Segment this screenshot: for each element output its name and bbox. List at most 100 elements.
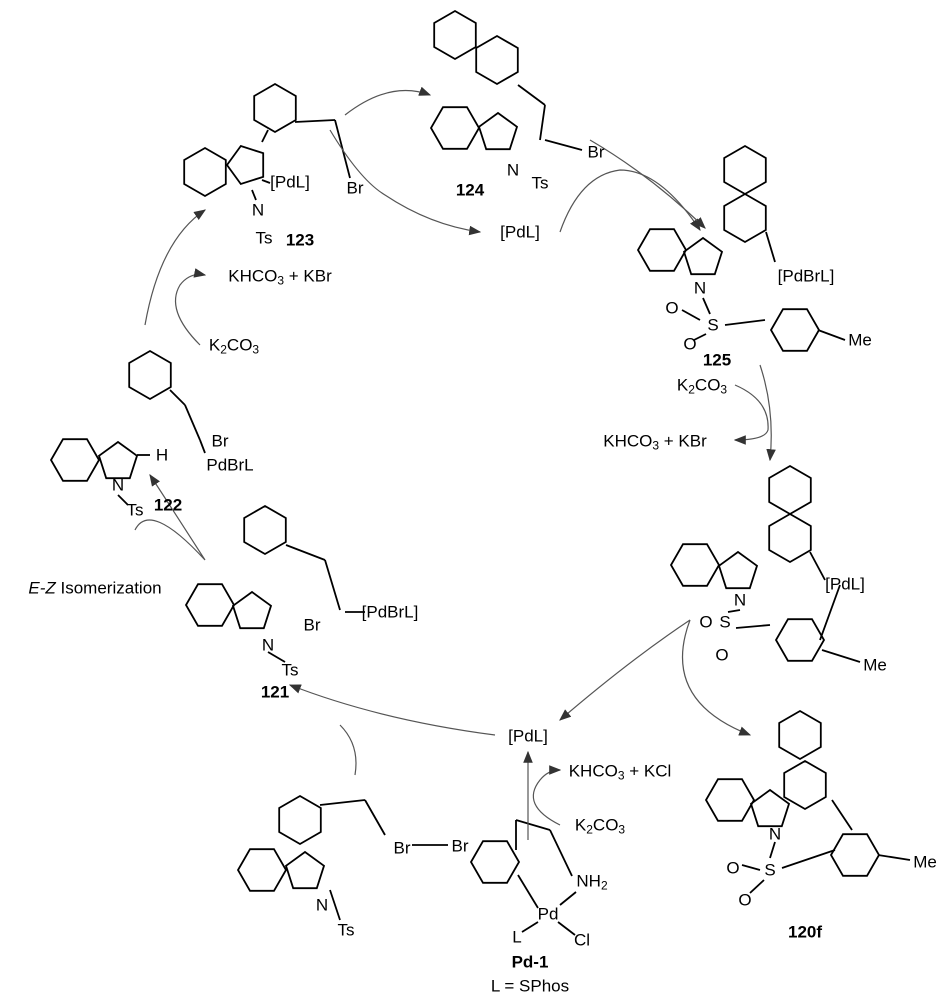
atom-o: O	[699, 612, 713, 632]
bond	[515, 819, 551, 831]
bond	[735, 624, 771, 629]
bond	[184, 404, 201, 441]
bond	[681, 309, 701, 321]
atom-br: Br	[211, 431, 229, 451]
bond	[749, 879, 765, 894]
arrow-pdl-to-125	[559, 169, 701, 233]
pyrrole-ring	[477, 111, 519, 151]
bond	[199, 439, 206, 454]
step-label-isomerization: E-Z Isomerization	[28, 578, 162, 598]
base-k2co3-top-left: K2CO3	[208, 335, 260, 357]
bond	[261, 179, 271, 184]
pyrrole-ring	[231, 590, 273, 630]
bond	[517, 84, 546, 106]
atom-br: Br	[346, 178, 364, 198]
species-pdl-bottom: [PdL]	[508, 726, 548, 746]
pyrrole-ring	[97, 440, 139, 480]
atom-pdbrl: [PdBrL]	[361, 602, 419, 622]
atom-me: Me	[913, 852, 937, 872]
benzene-ring	[768, 512, 812, 564]
bond	[261, 129, 269, 143]
byproduct-right: KHCO3 + KBr	[603, 431, 707, 453]
pyrrole-ring	[225, 144, 265, 186]
benzene-ring	[723, 144, 767, 196]
bond	[251, 189, 257, 201]
benzene-ring	[704, 778, 756, 822]
arrow-k2co3-right	[733, 384, 769, 445]
benzene-ring	[469, 840, 521, 884]
atom-ts: Ts	[531, 173, 549, 193]
benzene-ring	[723, 192, 767, 244]
bond	[285, 544, 326, 561]
byproduct-top-left: KHCO3 + KBr	[228, 266, 332, 288]
atom-s: S	[707, 315, 719, 335]
benzene-ring	[783, 759, 827, 811]
pyrrole-ring	[284, 850, 326, 890]
bond	[821, 649, 861, 663]
atom-n: N	[111, 475, 125, 495]
pyrrole-ring	[749, 788, 791, 828]
atom-br: Br	[451, 836, 469, 856]
atom-s: S	[719, 612, 731, 632]
atom-ts: Ts	[281, 660, 299, 680]
compound-label-pd1: Pd-1	[511, 952, 549, 972]
pyrrole-ring	[682, 236, 724, 276]
arrow-123-release-pdl	[329, 129, 482, 236]
toluene-ring	[774, 618, 826, 662]
bond	[169, 389, 186, 406]
benzene-ring	[475, 34, 519, 86]
atom-o: O	[726, 858, 740, 878]
base-k2co3-right: K2CO3	[676, 375, 728, 397]
bond	[364, 799, 386, 836]
atom-nh2: NH2	[576, 871, 608, 893]
benzene-ring	[429, 106, 481, 150]
benzene-ring	[433, 9, 477, 61]
benzene-ring	[236, 848, 288, 892]
bond	[539, 104, 546, 141]
pyrrole-ring	[717, 550, 759, 590]
benzene-ring	[183, 146, 227, 198]
arrow-123-to-124	[344, 86, 432, 116]
atom-o: O	[665, 298, 679, 318]
species-pdl-top: [PdL]	[500, 222, 540, 242]
compound-label-121: 121	[260, 682, 290, 702]
benzene-ring	[778, 709, 822, 761]
bond	[781, 849, 836, 869]
ligand-note: L = SPhos	[490, 976, 570, 996]
atom-ts: Ts	[255, 228, 273, 248]
compound-label-123: 123	[285, 230, 315, 250]
arrow-palladacycle-to-pdl	[559, 619, 691, 721]
atom-o: O	[738, 890, 752, 910]
atom-o: O	[715, 645, 729, 665]
atom-pd: Pd	[537, 904, 559, 924]
benzene-ring	[49, 438, 101, 482]
arrow-122-to-123	[144, 209, 206, 326]
benzene-ring	[829, 833, 881, 877]
base-k2co3-bottom: K2CO3	[574, 815, 626, 837]
bond	[809, 551, 826, 581]
bond	[557, 921, 576, 936]
atom-n: N	[768, 824, 782, 844]
bond	[559, 891, 577, 906]
bond	[544, 139, 583, 151]
bond	[517, 874, 539, 909]
bond	[877, 854, 911, 861]
compound-label-120f: 120f	[787, 922, 823, 942]
atom-n: N	[693, 278, 707, 298]
arrow-substrate-in	[339, 724, 357, 776]
atom-me: Me	[848, 330, 872, 350]
compound-label-122: 122	[153, 495, 183, 515]
bond	[319, 799, 366, 806]
bond	[741, 864, 761, 871]
atom-ts: Ts	[126, 500, 144, 520]
atom-pdbrl: PdBrL	[206, 455, 254, 475]
atom-h: H	[155, 445, 169, 465]
benzene-ring	[768, 464, 812, 516]
bond	[702, 297, 711, 315]
atom-n: N	[251, 200, 265, 220]
bond	[521, 921, 539, 933]
bond	[765, 231, 776, 263]
bond	[831, 799, 853, 831]
